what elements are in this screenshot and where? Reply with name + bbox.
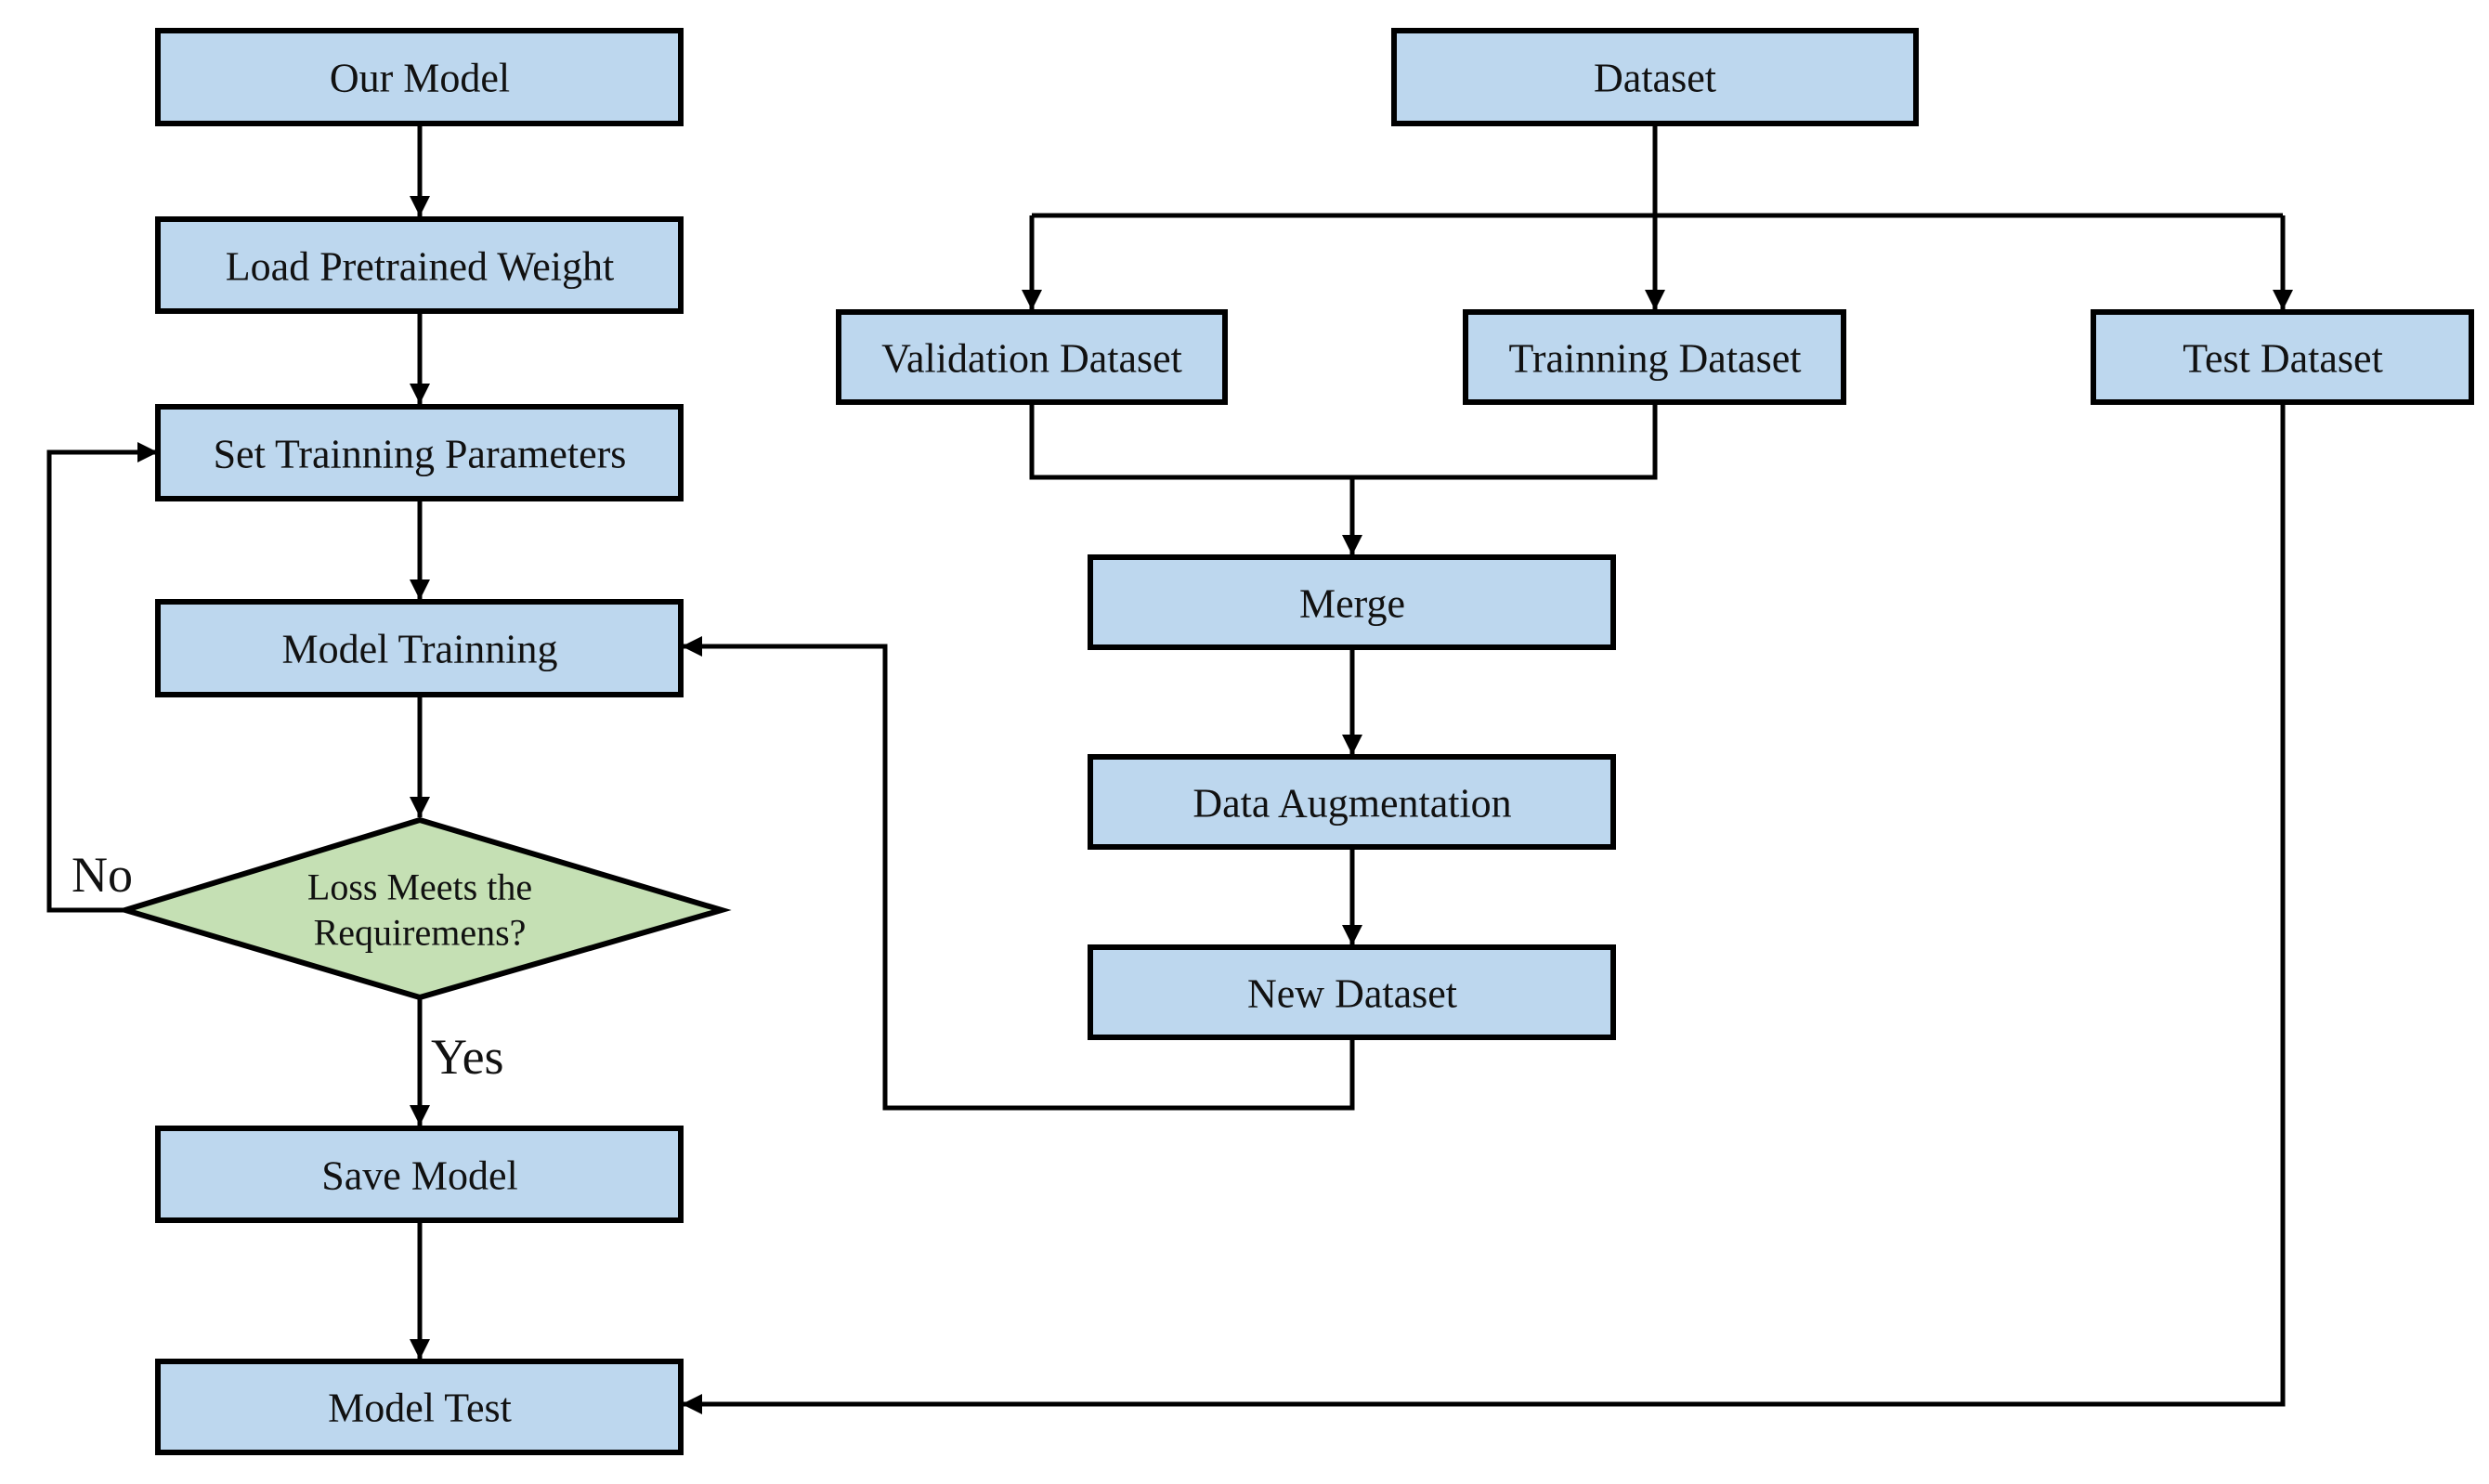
node-model-training: Model Trainning: [155, 599, 684, 697]
node-save-model: Save Model: [155, 1126, 684, 1223]
edge-decision-no-loop: [46, 442, 158, 913]
node-load-pretrained-weight: Load Pretrained Weight: [155, 216, 684, 314]
node-new-dataset: New Dataset: [1088, 944, 1616, 1040]
node-loss-decision: Loss Meets the Requiremens?: [115, 816, 732, 1001]
edges: [46, 125, 2293, 1414]
node-test-dataset: Test Dataset: [2091, 309, 2474, 405]
decision-line-1: Loss Meets the: [307, 866, 532, 908]
svg-text:Validation Dataset: Validation Dataset: [881, 336, 1182, 382]
edge-label-no: No: [72, 847, 133, 903]
svg-text:Load Pretrained Weight: Load Pretrained Weight: [226, 244, 614, 290]
node-validation-dataset: Validation Dataset: [836, 309, 1228, 405]
svg-text:Test Dataset: Test Dataset: [2183, 336, 2383, 382]
svg-text:Merge: Merge: [1299, 581, 1405, 627]
svg-text:Set Trainning Parameters: Set Trainning Parameters: [214, 432, 627, 477]
svg-text:Our Model: Our Model: [330, 56, 510, 101]
edge-test-dataset-to-model-test: [682, 402, 2286, 1414]
svg-text:Model Test: Model Test: [328, 1386, 512, 1431]
node-training-dataset: Trainning Dataset: [1463, 309, 1846, 405]
svg-text:Trainning Dataset: Trainning Dataset: [1509, 336, 1802, 382]
svg-text:New Dataset: New Dataset: [1247, 971, 1457, 1017]
svg-text:Dataset: Dataset: [1594, 56, 1716, 101]
edge-validation-training-join: [1029, 402, 1658, 480]
edge-new-dataset-to-model-training: [682, 636, 1355, 1111]
svg-text:Model Trainning: Model Trainning: [281, 627, 557, 672]
edge-label-yes: Yes: [431, 1029, 504, 1085]
decision-line-2: Requiremens?: [314, 912, 527, 954]
node-data-augmentation: Data Augmentation: [1088, 754, 1616, 850]
node-our-model: Our Model: [155, 28, 684, 126]
node-model-test: Model Test: [155, 1359, 684, 1455]
node-dataset: Dataset: [1391, 28, 1919, 126]
node-merge: Merge: [1088, 554, 1616, 650]
svg-text:Save Model: Save Model: [321, 1153, 517, 1199]
svg-text:Data Augmentation: Data Augmentation: [1192, 781, 1511, 827]
node-set-training-parameters: Set Trainning Parameters: [155, 404, 684, 501]
